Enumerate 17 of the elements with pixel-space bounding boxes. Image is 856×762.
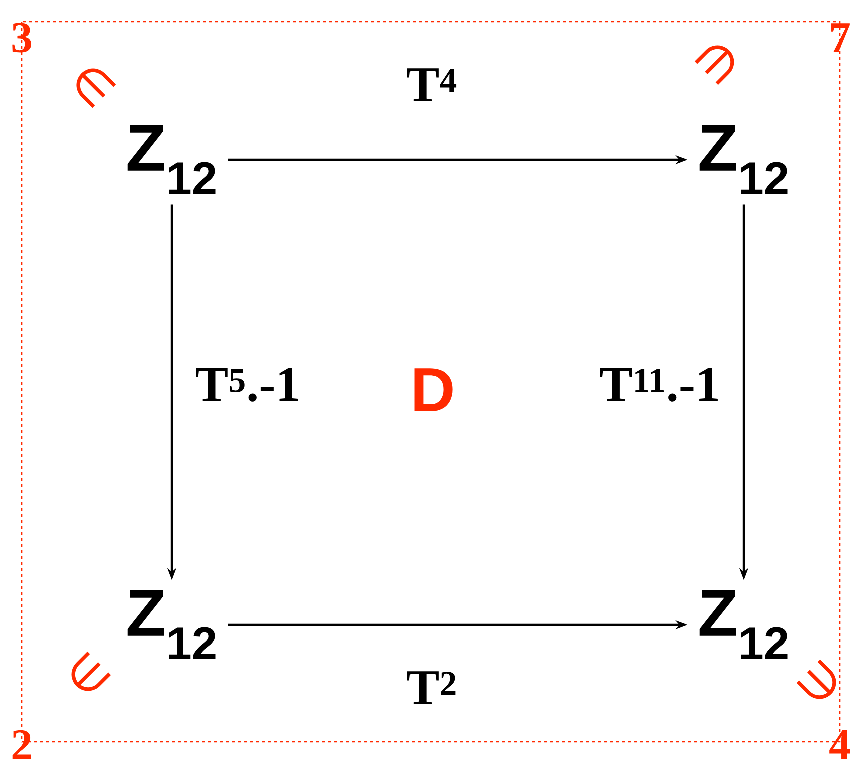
region-letter: D [414,368,453,412]
group-symbol: Z$_{12}$ [128,590,216,660]
element-symbol: ∈ [76,68,116,108]
corner-number: 7 [832,24,850,52]
edge-label: T$^{4}$ [404,66,460,104]
corner-number: 4 [830,730,850,760]
corner-number: 3 [12,23,32,53]
edge-label: T$^{5}$.-1 [193,366,303,404]
group-symbol: Z$_{12}$ [128,125,216,195]
group-symbol: Z$_{12}$ [700,125,788,195]
group-symbol: Z$_{12}$ [700,590,788,660]
corner-number: 2 [12,730,32,760]
element-symbol: ∈ [796,660,836,700]
edge-label: T$^{2}$ [404,670,460,706]
element-symbol: ∈ [694,46,734,86]
edge-label: T$^{11}$.-1 [597,366,723,404]
element-symbol: ∈ [72,652,112,692]
